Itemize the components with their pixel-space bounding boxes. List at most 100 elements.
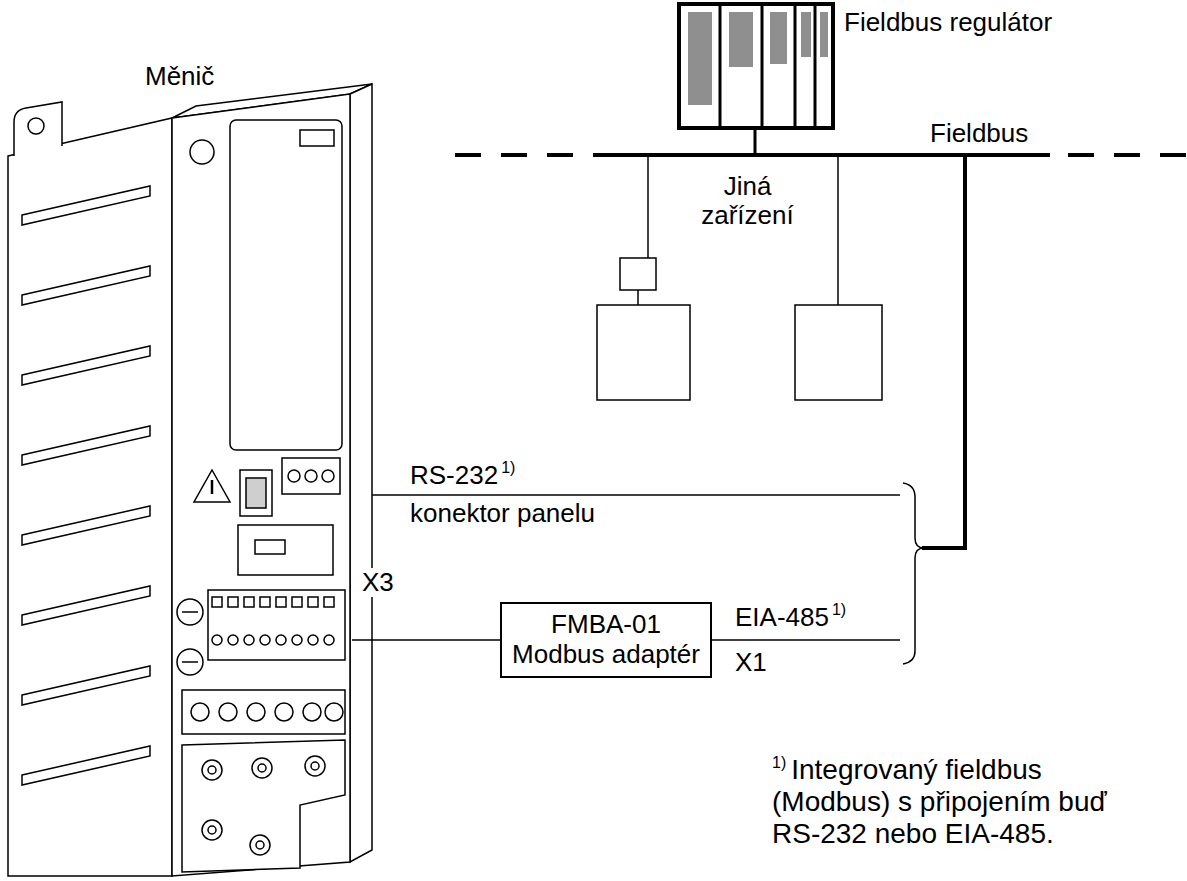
module-indicator (770, 12, 787, 64)
terminal-screw (308, 635, 318, 645)
terminal-block (282, 458, 340, 494)
fin (22, 586, 150, 625)
controller-modules (688, 2, 828, 130)
eia485-wire (712, 639, 900, 641)
fin (22, 666, 150, 705)
fieldbus-line (455, 153, 600, 157)
power-terminals (182, 690, 345, 734)
screw-head (258, 764, 266, 772)
screw-head (208, 766, 216, 774)
terminal-screw (260, 635, 270, 645)
module-divider (761, 2, 764, 130)
terminal-screw (244, 635, 254, 645)
fieldbus-line (1068, 153, 1187, 157)
warning-mark (211, 480, 214, 494)
panel-connector (240, 470, 272, 516)
status-led (190, 140, 214, 164)
label-text: EIA-485 (735, 602, 829, 632)
screw-slot (182, 661, 198, 663)
mounting-hole (28, 118, 44, 134)
front-face (172, 94, 350, 876)
port-label: EIA-4851) (735, 603, 846, 632)
device-drop (647, 155, 649, 258)
module-indicator (801, 12, 811, 57)
terminal (292, 597, 302, 607)
device-box (795, 305, 882, 400)
port-label: RS-2321) (410, 461, 515, 490)
module-indicator (820, 12, 828, 57)
bus-label: Fieldbus (930, 119, 1028, 148)
screw-head (256, 841, 264, 849)
module-divider (719, 2, 722, 130)
power-screw (247, 703, 265, 721)
power-screw (191, 703, 209, 721)
fieldbus-drop (922, 155, 965, 548)
screw-head (311, 762, 319, 770)
terminal-screw (228, 635, 238, 645)
connector-label: X3 (362, 568, 394, 597)
fin (22, 746, 150, 785)
footnote-mark: 1) (772, 754, 786, 771)
warning-triangle (194, 470, 230, 502)
clamp-screw (202, 760, 222, 780)
clamp-screw (202, 820, 222, 840)
footnote: 1)Integrovaný fieldbus (Modbus) s připoj… (772, 754, 1122, 851)
switch (255, 540, 285, 554)
fin (22, 266, 150, 305)
fin (22, 506, 150, 545)
drive-drawing (8, 84, 372, 876)
connector-wire (352, 639, 500, 641)
fin (22, 186, 150, 225)
label-text: RS-232 (410, 460, 498, 490)
module-indicator (729, 12, 753, 67)
device-drop (637, 290, 639, 305)
device-drop (837, 155, 839, 305)
clamp-screw (305, 756, 325, 776)
device-box (620, 258, 656, 290)
label-text: X1 (735, 647, 767, 677)
terminal (260, 597, 270, 607)
devices-label: Jiná zařízení (690, 172, 805, 229)
logo-plate (300, 130, 334, 146)
terminal-screw (292, 635, 302, 645)
fin (22, 346, 150, 385)
node-heading: Měnič (0, 62, 214, 92)
terminal (228, 597, 238, 607)
node-heading: Fieldbus regulátor (844, 8, 1052, 38)
right-face (350, 84, 372, 862)
adapter-box: FMBA-01Modbus adaptér (500, 602, 712, 678)
panel-connector-socket (246, 478, 266, 508)
terminal (308, 597, 318, 607)
module-indicator (688, 12, 712, 105)
footnote-mark: 1) (832, 601, 846, 618)
fieldbus-line (600, 153, 1050, 157)
clamp-screw (252, 758, 272, 778)
fin (22, 426, 150, 465)
control-terminals (208, 590, 345, 660)
panel-cover (230, 120, 342, 450)
mounting-tab (14, 102, 62, 156)
terminal-screw (212, 635, 222, 645)
terminal-screw (324, 635, 334, 645)
clamp-plate (182, 740, 345, 872)
terminal-screw (322, 470, 334, 482)
label-text: Integrovaný fieldbus (Modbus) s připojen… (772, 754, 1107, 849)
power-screw (325, 703, 343, 721)
label-text: konektor panelu (410, 498, 595, 528)
module-divider (794, 2, 797, 130)
terminal (244, 597, 254, 607)
module-divider (814, 2, 817, 130)
terminal-screw (288, 470, 300, 482)
bus-drop (754, 130, 757, 155)
power-screw (219, 703, 237, 721)
power-screw (275, 703, 293, 721)
label-text: Fieldbus (930, 118, 1028, 148)
clamp-screw (250, 835, 270, 855)
power-screw (303, 703, 321, 721)
switch-cover (238, 525, 333, 575)
bracket (903, 483, 924, 664)
label-text: Jiná zařízení (701, 171, 794, 230)
drive-unit: Měnič (0, 60, 352, 876)
var-screw (177, 649, 203, 675)
